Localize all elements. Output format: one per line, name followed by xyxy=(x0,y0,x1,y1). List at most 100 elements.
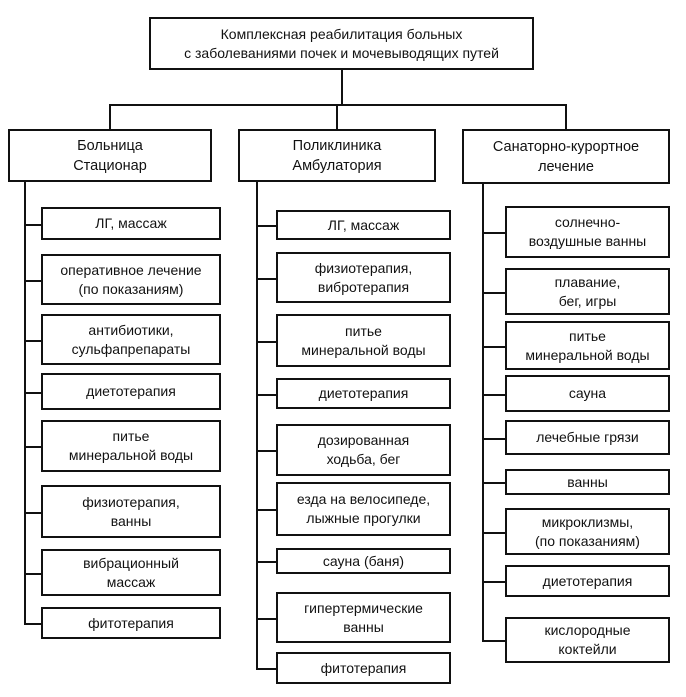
category-header-line: Санаторно-курортное xyxy=(492,138,640,155)
item-box: гипертермические ванны xyxy=(276,592,451,643)
item-label-line: лечебные грязи xyxy=(536,429,639,445)
item-label-line: диетотерапия xyxy=(318,385,409,401)
item-label-line: ванны xyxy=(567,473,608,490)
connector-branch xyxy=(482,482,505,484)
connector-branch xyxy=(482,346,505,348)
item-label-line: питье xyxy=(345,322,382,339)
item-label-line: минеральной воды xyxy=(301,341,426,358)
connector-branch xyxy=(482,438,505,440)
connector-header-drop xyxy=(336,104,338,129)
category-header-3: Санаторно-курортное лечение xyxy=(462,129,670,184)
connector-root-down xyxy=(340,70,343,104)
item-label-line: фитотерапия xyxy=(88,614,174,631)
connector-spine xyxy=(482,184,484,641)
item-label-line: минеральной воды xyxy=(68,447,194,463)
item-label-line: минеральной воды xyxy=(525,346,650,363)
item-label-line: физиотерапия, xyxy=(82,493,180,510)
item-label-line: дозированная xyxy=(317,432,410,448)
category-header-line: Больница xyxy=(77,137,143,154)
item-label-line: воздушные ванны xyxy=(528,233,647,249)
connector-branch xyxy=(256,450,276,452)
item-box: ванны xyxy=(505,469,670,495)
connector-branch xyxy=(256,668,276,670)
item-label-line: плавание, xyxy=(554,273,621,290)
connector-spine xyxy=(256,182,258,669)
item-label-line: лыжные прогулки xyxy=(306,510,421,526)
connector-bus xyxy=(109,104,567,106)
item-box: оперативное лечение (по показаниям) xyxy=(41,254,221,305)
item-label-line: сауна (баня) xyxy=(322,552,405,569)
category-header-line: Амбулатория xyxy=(292,157,382,174)
category-header-line: Поликлиника xyxy=(292,137,382,154)
item-label-line: питье xyxy=(112,428,150,444)
item-box: плавание, бег, игры xyxy=(505,268,670,315)
item-box: диетотерапия xyxy=(276,378,451,409)
item-box: антибиотики, сульфапрепараты xyxy=(41,314,221,365)
connector-branch xyxy=(482,232,505,234)
item-box: фитотерапия xyxy=(276,652,451,684)
item-box: кислородные коктейли xyxy=(505,617,670,663)
item-label-line: оперативное лечение xyxy=(60,261,202,278)
root-title-line: с заболеваниями почек и мочевыводящих пу… xyxy=(184,44,499,61)
item-label-line: вибротерапия xyxy=(317,278,410,295)
connector-branch xyxy=(24,573,41,575)
item-box: питье минеральной воды xyxy=(41,420,221,472)
connector-branch xyxy=(256,561,276,563)
item-label-line: вибрационный xyxy=(83,554,179,571)
item-label-line: (по показаниям) xyxy=(78,280,184,297)
connector-branch xyxy=(24,392,41,394)
item-label-line: ванны xyxy=(343,618,384,635)
item-box: физиотерапия,ванны xyxy=(41,485,221,538)
item-label-line: питье xyxy=(569,327,606,344)
connector-spine xyxy=(24,182,26,624)
connector-branch xyxy=(256,618,276,620)
item-box: ЛГ, массаж xyxy=(276,210,451,240)
connector-branch xyxy=(24,446,41,448)
item-box: питье минеральной воды xyxy=(505,321,670,370)
item-box: дозированная ходьба, бег xyxy=(276,424,451,476)
item-label-line: ЛГ, массаж xyxy=(95,215,167,231)
connector-branch xyxy=(482,394,505,396)
item-label-line: кислородные xyxy=(544,622,631,638)
connector-branch xyxy=(482,581,505,583)
item-label-line: микроклизмы, xyxy=(541,513,634,530)
item-box: солнечно-воздушные ванны xyxy=(505,206,670,258)
item-label-line: гипертермические xyxy=(304,599,423,616)
item-label-line: ходьба, бег xyxy=(326,451,401,467)
item-box: диетотерапия xyxy=(41,373,221,410)
item-label-line: массаж xyxy=(106,573,156,590)
item-box: ЛГ, массаж xyxy=(41,207,221,240)
connector-branch xyxy=(256,278,276,280)
item-label-line: солнечно- xyxy=(554,214,621,230)
root-title-line: Комплексная реабилитация больных xyxy=(220,25,463,42)
connector-branch xyxy=(256,225,276,227)
item-label-line: фитотерапия xyxy=(320,659,407,676)
item-label-line: коктейли xyxy=(558,641,617,657)
item-label-line: диетотерапия xyxy=(542,572,633,589)
category-header-line: лечение xyxy=(538,158,594,175)
connector-branch xyxy=(482,532,505,534)
item-box: сауна (баня) xyxy=(276,548,451,574)
connector-branch xyxy=(256,509,276,511)
connector-header-drop xyxy=(565,104,567,129)
item-label-line: сульфапрепараты xyxy=(71,340,191,357)
connector-branch xyxy=(482,640,505,642)
item-box: езда на велосипеде, лыжные прогулки xyxy=(276,482,451,536)
item-box: фитотерапия xyxy=(41,607,221,639)
item-label-line: сауна xyxy=(568,385,607,401)
item-box: питье минеральной воды xyxy=(276,314,451,367)
connector-header-drop xyxy=(109,104,111,129)
item-label-line: физиотерапия, xyxy=(314,259,413,276)
item-box: сауна xyxy=(505,375,670,412)
item-label-line: антибиотики, xyxy=(88,321,174,338)
connector-branch xyxy=(24,623,41,625)
connector-branch xyxy=(24,224,41,226)
connector-branch xyxy=(24,512,41,514)
item-label-line: езда на велосипеде, xyxy=(296,491,431,507)
connector-branch xyxy=(24,340,41,342)
item-box: микроклизмы,(по показаниям) xyxy=(505,508,670,555)
item-box: лечебные грязи xyxy=(505,420,670,455)
item-label-line: бег, игры xyxy=(558,292,617,309)
